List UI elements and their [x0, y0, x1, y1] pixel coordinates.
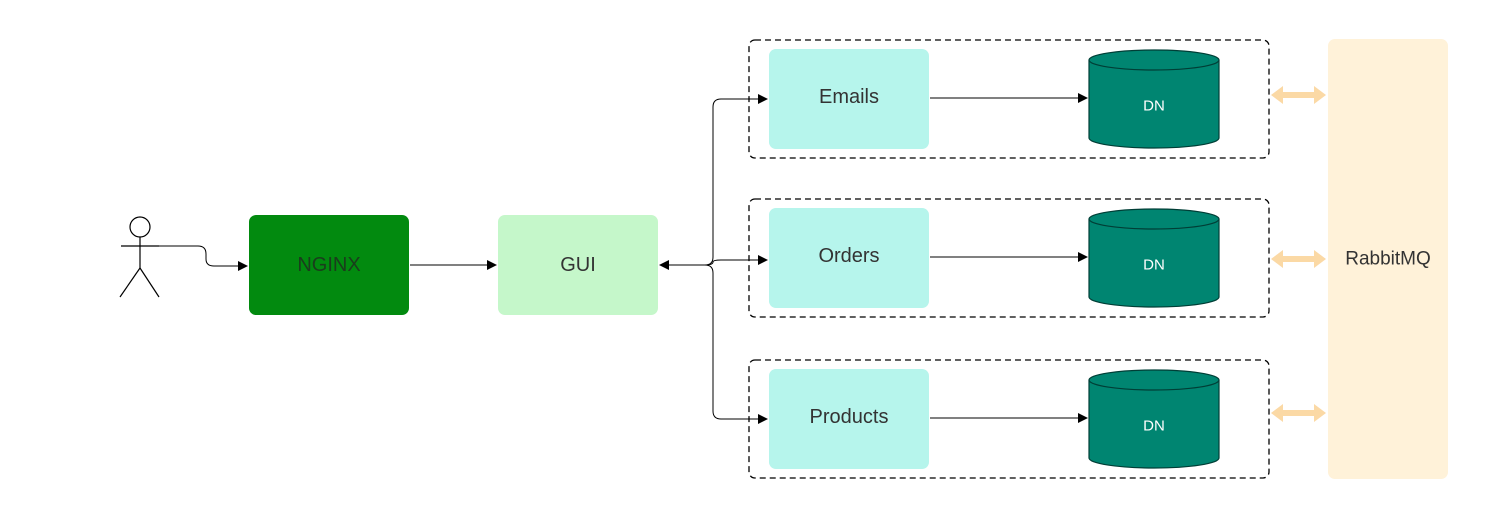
service-boundary-emails: [748, 39, 1270, 159]
bus-link-arrow-products: [1271, 404, 1326, 422]
rabbitmq-label: RabbitMQ: [1345, 249, 1431, 270]
service-label-emails: Emails: [819, 86, 879, 108]
service-boundary-orders: [748, 198, 1270, 318]
database-icon-products: DN: [1088, 369, 1220, 469]
service-box-emails: [769, 49, 929, 149]
bus-link-arrow-orders: [1271, 250, 1326, 268]
database-label-products: DN: [1143, 418, 1165, 435]
nginx-label: NGINX: [297, 254, 360, 276]
database-label-emails: DN: [1143, 98, 1165, 115]
database-icon-emails: DN: [1088, 49, 1220, 149]
database-icon-orders: DN: [1088, 208, 1220, 308]
gui-node: GUI: [498, 215, 658, 315]
connector-user-to-nginx: [146, 245, 248, 271]
bus-link-arrow-emails: [1271, 86, 1326, 104]
rabbitmq-node: RabbitMQ: [1328, 39, 1448, 479]
service-box-products: [769, 369, 929, 469]
nginx-node: NGINX: [249, 215, 409, 315]
service-boundary-products: [748, 359, 1270, 479]
gui-label: GUI: [560, 254, 596, 276]
service-label-orders: Orders: [818, 245, 879, 267]
database-label-orders: DN: [1143, 257, 1165, 274]
service-label-products: Products: [810, 406, 889, 428]
service-box-orders: [769, 208, 929, 308]
gui-service-connectors: [659, 94, 768, 424]
user-actor-icon: [119, 216, 160, 298]
